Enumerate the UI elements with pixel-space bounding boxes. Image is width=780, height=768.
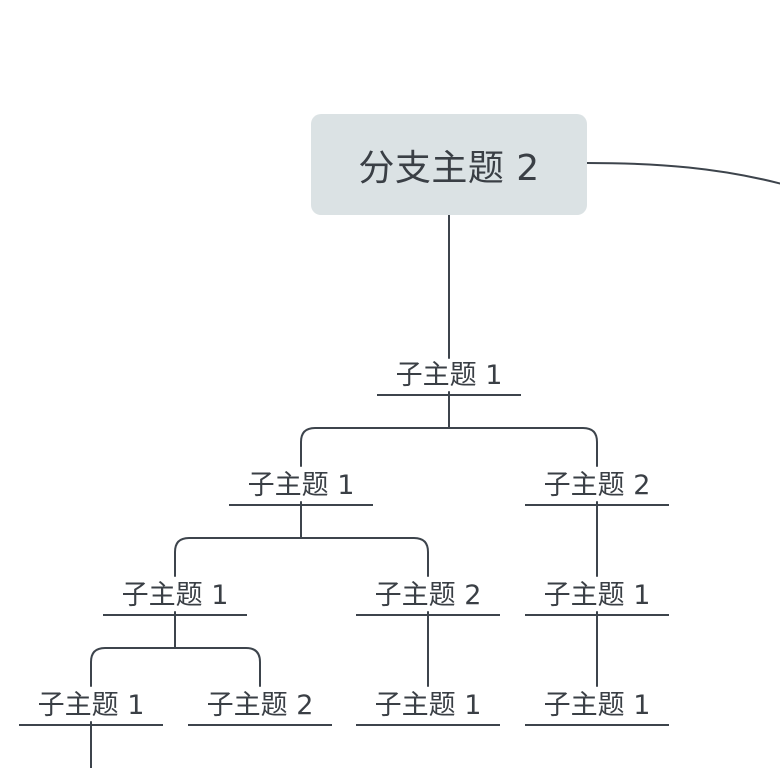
subtopic-node[interactable]: 子主题 1 — [356, 680, 500, 726]
subtopic-node[interactable]: 子主题 1 — [229, 460, 373, 506]
subtopic-node[interactable]: 子主题 2 — [356, 570, 500, 616]
subtopic-node[interactable]: 子主题 2 — [525, 460, 669, 506]
subtopic-fork-connector — [90, 647, 261, 687]
subtopic-fork-connector — [174, 537, 429, 577]
subtopic-node[interactable]: 子主题 1 — [103, 570, 247, 616]
branch-to-root-connector — [586, 162, 780, 185]
subtopic-node[interactable]: 子主题 2 — [188, 680, 332, 726]
subtopic-node[interactable]: 子主题 1 — [377, 350, 521, 396]
subtopic-node[interactable]: 子主题 1 — [525, 680, 669, 726]
subtopic-node[interactable]: 子主题 1 — [525, 570, 669, 616]
branch-topic-node[interactable]: 分支主题 2 — [311, 114, 587, 215]
subtopic-node[interactable]: 子主题 1 — [19, 680, 163, 726]
subtopic-fork-connector — [300, 427, 598, 467]
